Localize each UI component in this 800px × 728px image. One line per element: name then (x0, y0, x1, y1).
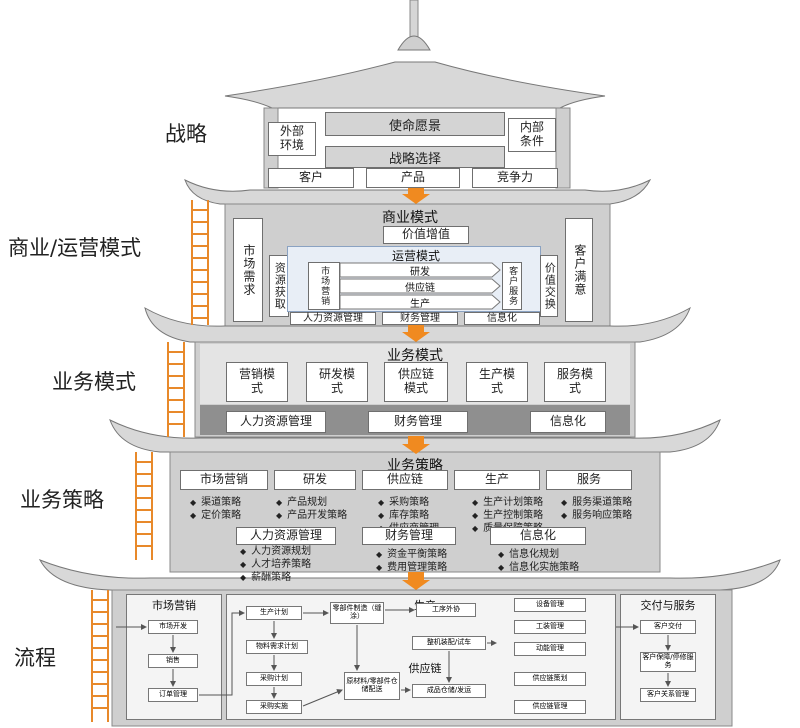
production-mode-box: 生产模式 (466, 362, 528, 402)
energy-box: 动能管理 (514, 642, 586, 656)
process-delivery-title: 交付与服务 (640, 599, 696, 612)
strategy-header-service: 服务 (546, 470, 632, 490)
crm-box: 客户关系管理 (640, 688, 696, 702)
vision-box: 使命愿景 (325, 112, 505, 136)
ladder-1 (191, 200, 209, 325)
layer-label-process: 流程 (14, 646, 56, 670)
assembly-box: 整机装配/试车 (412, 636, 486, 650)
list-item: 费用管理策略 (376, 561, 447, 574)
list-item: 采购策略 (378, 496, 439, 509)
marketing-mode-box: 营销模式 (226, 362, 288, 402)
internal-cond-box: 内部条件 (508, 118, 556, 152)
purchase-exec-box: 采购实施 (246, 700, 302, 714)
value-exchange-box: 价值交换 (540, 255, 558, 317)
process-marketing-title: 市场营销 (152, 599, 196, 612)
bm-hr-box: 人力资源管理 (290, 312, 376, 325)
list-item: 服务响应策略 (561, 509, 632, 522)
ops-mode-title: 业务模式 (387, 348, 443, 364)
layer-label-business-model: 商业/运营模式 (8, 236, 142, 260)
ops-model-title: 运营模式 (391, 249, 440, 263)
value-add-box: 价值增值 (383, 226, 469, 244)
ladder-2 (167, 342, 185, 437)
rd-strategy-list: 产品规划 产品开发策略 (276, 496, 347, 522)
list-item: 资金平衡策略 (376, 548, 447, 561)
ops-supply-chain-label: 供应链 (405, 283, 435, 294)
sales-box: 销售 (148, 654, 198, 668)
tooling-box: 工装管理 (514, 620, 586, 634)
bm-finance-box: 财务管理 (382, 312, 458, 325)
bm-it-box: 信息化 (464, 312, 540, 325)
list-item: 服务渠道策略 (561, 496, 632, 509)
finished-goods-box: 成品仓储/发运 (412, 684, 486, 698)
supply-chain-mode-box: 供应链模式 (384, 362, 448, 402)
marketing-strategy-list: 渠道策略 定价策略 (190, 496, 241, 522)
ops-marketing-box: 市场营销 (308, 262, 340, 310)
roof-5 (38, 559, 781, 591)
product-box: 产品 (366, 168, 460, 188)
external-env-box: 外部环境 (268, 122, 316, 156)
production-plan-box: 生产计划 (246, 606, 302, 620)
order-mgmt-box: 订单管理 (148, 688, 198, 702)
list-item: 生产计划策略 (472, 496, 543, 509)
roof-3 (144, 306, 691, 343)
os-it-box: 信息化 (490, 527, 586, 545)
layer-label-ops-strategy: 业务策略 (20, 488, 104, 512)
layer-label-ops-mode: 业务模式 (52, 370, 136, 394)
ops-customer-service-box: 客户服务 (502, 262, 522, 310)
it-strategy-list: 信息化规划 信息化实施策略 (498, 548, 579, 574)
list-item: 人才培养策略 (240, 558, 311, 571)
os-finance-box: 财务管理 (362, 527, 456, 545)
os-hr-box: 人力资源管理 (236, 527, 336, 545)
ladder-3 (135, 452, 153, 560)
sc-mgmt-box: 供应链管理 (514, 700, 586, 714)
layer-label-strategy: 战略 (165, 122, 207, 146)
list-item: 生产控制策略 (472, 509, 543, 522)
satisfaction-box: 客户满意 (565, 218, 593, 322)
list-item: 信息化规划 (498, 548, 579, 561)
after-sales-box: 客户保障/停修服务 (640, 652, 696, 672)
outsourcing-box: 工序外协 (416, 603, 476, 617)
market-demand-box: 市场需求 (233, 218, 263, 322)
service-mode-box: 服务模式 (544, 362, 606, 402)
list-item: 定价策略 (190, 509, 241, 522)
list-item: 渠道策略 (190, 496, 241, 509)
strategy-header-marketing: 市场营销 (180, 470, 268, 490)
raw-material-box: 原材料/零部件仓储配送 (344, 672, 400, 700)
om-finance-box: 财务管理 (368, 411, 468, 433)
strategy-header-production: 生产 (454, 470, 540, 490)
material-plan-box: 物料需求计划 (246, 640, 308, 654)
customer-box: 客户 (268, 168, 354, 188)
sc-plan-box: 供应链策划 (514, 672, 586, 686)
competition-box: 竞争力 (472, 168, 558, 188)
roof-4 (109, 418, 721, 453)
om-it-box: 信息化 (530, 411, 606, 433)
business-model-title: 商业模式 (382, 210, 438, 226)
list-item: 产品开发策略 (276, 509, 347, 522)
strategy-header-supply-chain: 供应链 (362, 470, 448, 490)
hr-strategy-list: 人力资源规划 人才培养策略 薪酬策略 (240, 545, 311, 584)
ops-rd-label: 研发 (410, 267, 430, 278)
strategy-choice-box: 战略选择 (325, 146, 505, 168)
ladder-4 (91, 590, 109, 722)
spire-knob (397, 35, 431, 51)
customer-delivery-box: 客户交付 (640, 620, 696, 634)
purchase-plan-box: 采购计划 (246, 672, 302, 686)
list-item: 薪酬策略 (240, 571, 311, 584)
list-item: 产品规划 (276, 496, 347, 509)
list-item: 信息化实施策略 (498, 561, 579, 574)
strategy-header-rd: 研发 (274, 470, 356, 490)
rd-mode-box: 研发模式 (306, 362, 368, 402)
market-dev-box: 市场开发 (148, 620, 198, 634)
parts-mfg-box: 零部件制造（缝涂） (330, 602, 384, 624)
ops-production-label: 生产 (410, 299, 430, 310)
finance-strategy-list: 资金平衡策略 费用管理策略 (376, 548, 447, 574)
list-item: 库存策略 (378, 509, 439, 522)
ops-chain-arrows (340, 262, 501, 310)
list-item: 人力资源规划 (240, 545, 311, 558)
om-hr-box: 人力资源管理 (226, 411, 326, 433)
process-supply-chain-label: 供应链 (408, 662, 442, 675)
service-strategy-list: 服务渠道策略 服务响应策略 (561, 496, 632, 522)
equipment-box: 设备管理 (514, 598, 586, 612)
